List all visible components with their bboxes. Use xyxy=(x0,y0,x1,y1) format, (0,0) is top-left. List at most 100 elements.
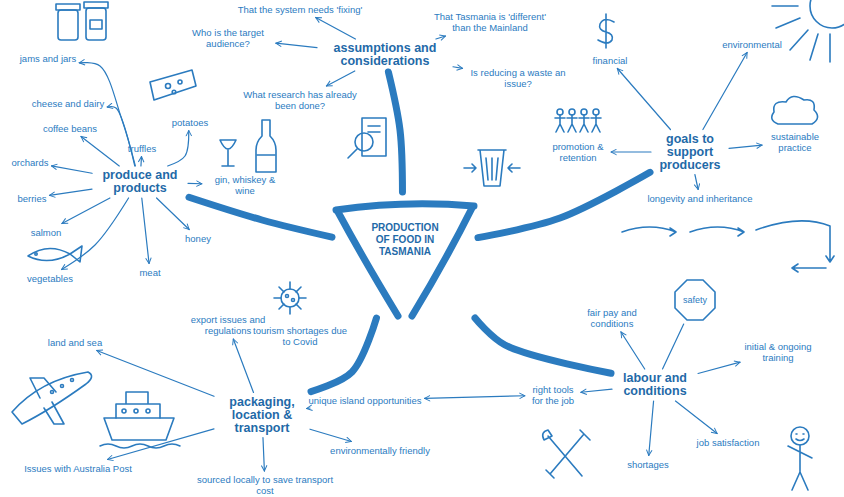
topic-item: right tools for the job xyxy=(528,384,578,406)
topic-item: berries xyxy=(17,193,46,204)
topic-item: promotion & retention xyxy=(548,141,608,163)
arrow-connector xyxy=(621,332,645,369)
branch-topic: goals to support producers xyxy=(654,133,726,172)
node-text: berries xyxy=(17,193,46,204)
arrow-connector xyxy=(307,407,310,409)
arrow-connector xyxy=(140,157,142,167)
arrow-connector xyxy=(188,183,202,185)
arrow-connector xyxy=(108,429,214,460)
branch-swoosh xyxy=(475,318,611,373)
topic-item: longevity and inheritance xyxy=(647,193,752,204)
arrow-connector xyxy=(617,69,670,130)
arrow-connector xyxy=(62,198,129,270)
virus-icon xyxy=(274,282,306,314)
node-text: salmon xyxy=(31,227,62,238)
dollar-icon xyxy=(598,14,614,48)
node-text: cheese and dairy xyxy=(32,98,104,109)
branch-swoosh xyxy=(189,197,332,237)
topic-item: salmon xyxy=(31,227,62,238)
node-text: produce and products xyxy=(95,169,185,195)
arrow-connector xyxy=(168,131,189,167)
topic-item: What research has already been done? xyxy=(238,89,363,111)
node-text: environmentally friendly xyxy=(330,445,430,456)
node-text: unique island opportunities xyxy=(308,395,421,406)
node-text: land and sea xyxy=(48,337,102,348)
fish-icon xyxy=(28,246,82,262)
arrow-connector xyxy=(698,362,740,373)
node-text: orchards xyxy=(12,157,49,168)
topic-item: initial & ongoing training xyxy=(743,341,813,363)
arrow-connector xyxy=(81,137,119,167)
node-text: assumptions and considerations xyxy=(320,42,450,68)
node-text: promotion & retention xyxy=(548,141,608,163)
topic-item: sourced locally to save transport cost xyxy=(195,474,335,496)
topic-item: sustainable practice xyxy=(765,131,825,153)
topic-item: honey xyxy=(185,233,211,244)
node-text: right tools for the job xyxy=(528,384,578,406)
node-text: packaging, location & transport xyxy=(217,396,307,435)
cheese-icon xyxy=(150,70,196,100)
node-text: What research has already been done? xyxy=(238,89,363,111)
node-text: jams and jars xyxy=(20,53,77,64)
plane-icon xyxy=(12,372,92,424)
branch-topic: packaging, location & transport xyxy=(217,396,307,435)
arrow-connector xyxy=(675,401,717,434)
topic-item: truffles xyxy=(128,143,156,154)
people-icon xyxy=(555,109,601,132)
topic-item: environmentally friendly xyxy=(330,445,430,456)
person-icon xyxy=(788,427,812,490)
arrow-connector xyxy=(425,396,525,399)
node-text: shortages xyxy=(627,459,669,470)
node-text: goals to support producers xyxy=(654,133,726,172)
topic-item: That Tasmania is 'different' than the Ma… xyxy=(430,11,550,33)
node-text: safety xyxy=(674,279,716,321)
node-text: longevity and inheritance xyxy=(647,193,752,204)
node-text: Issues with Australia Post xyxy=(24,463,132,474)
node-text: tourism shortages due to Covid xyxy=(253,325,348,347)
branch-swoosh xyxy=(388,72,402,192)
ship-icon xyxy=(100,392,180,448)
topic-item: shortages xyxy=(627,459,669,470)
topic-item: tourism shortages due to Covid xyxy=(253,325,348,347)
research-icon xyxy=(348,118,386,158)
branch-topic: produce and products xyxy=(95,169,185,195)
arrow-connector xyxy=(729,145,762,148)
topic-item: Issues with Australia Post xyxy=(24,463,132,474)
node-text: vegetables xyxy=(27,273,73,284)
topic-item: vegetables xyxy=(27,273,73,284)
topic-item: jams and jars xyxy=(20,53,77,64)
arrow-connector xyxy=(62,198,110,224)
arrow-connector xyxy=(436,36,446,39)
node-text: potatoes xyxy=(172,117,208,128)
topic-item: coffee beans xyxy=(43,123,97,134)
topic-item: land and sea xyxy=(48,337,102,348)
arrow-connector xyxy=(649,401,654,456)
waste-bin-icon xyxy=(464,150,520,186)
arrow-connector xyxy=(97,351,214,397)
node-text: sustainable practice xyxy=(765,131,825,153)
arrow-connector xyxy=(51,166,92,173)
topic-item: orchards xyxy=(12,157,49,168)
topic-item: cheese and dairy xyxy=(32,98,104,109)
node-text: That Tasmania is 'different' than the Ma… xyxy=(430,11,550,33)
node-text: PRODUCTION OF FOOD IN TASMANIA xyxy=(365,222,445,258)
node-text: sourced locally to save transport cost xyxy=(195,474,335,496)
topic-item: gin, whiskey & wine xyxy=(205,174,285,196)
arrow-connector xyxy=(276,43,317,47)
topic-item: Is reducing a waste an issue? xyxy=(466,67,571,89)
node-text: job satisfaction xyxy=(697,437,760,448)
jars-icon xyxy=(56,2,108,40)
arrow-connector xyxy=(453,67,463,69)
arrow-connector xyxy=(263,438,264,472)
node-text: fair pay and conditions xyxy=(577,307,647,329)
sun-icon xyxy=(772,0,844,62)
arrow-connector xyxy=(50,189,92,195)
node-text: truffles xyxy=(128,143,156,154)
arrow-connector xyxy=(79,63,135,166)
branch-topic: assumptions and considerations xyxy=(320,42,450,68)
topic-item: unique island opportunities xyxy=(308,395,421,406)
node-text: Is reducing a waste an issue? xyxy=(466,67,571,89)
arrow-connector xyxy=(703,53,747,130)
node-text: meat xyxy=(139,267,160,278)
